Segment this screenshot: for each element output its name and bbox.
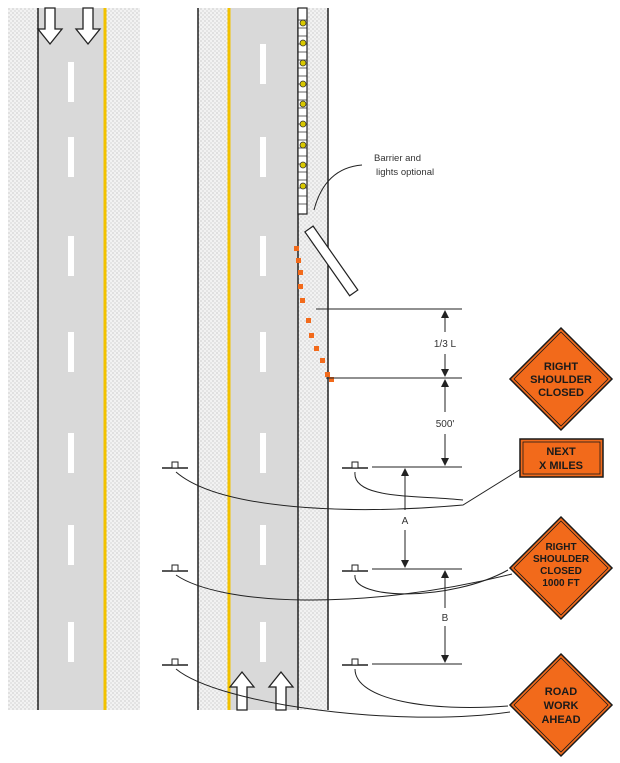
- cone-icon: [309, 333, 314, 338]
- sign-4-line-1: ROAD: [545, 686, 577, 698]
- barrier-end-section: [304, 225, 359, 297]
- down-arrow-icon: [74, 7, 102, 46]
- dimension-buffer: 500': [436, 379, 455, 466]
- cone-icon: [300, 298, 305, 303]
- up-arrow-icon: [267, 670, 295, 711]
- sign-1-line-2: SHOULDER: [530, 374, 592, 386]
- dimension-taper: 1/3 L: [434, 310, 457, 377]
- dimension-b: B: [441, 570, 449, 663]
- sign-2-line-1: NEXT: [546, 446, 576, 458]
- cone-icon: [294, 246, 299, 251]
- warning-light-icon: [299, 39, 307, 47]
- warning-light-icon: [299, 141, 307, 149]
- lane-dash: [68, 236, 74, 276]
- leader-next-miles-right: [354, 471, 464, 501]
- cone-icon: [325, 372, 330, 377]
- warning-light-icon: [299, 19, 307, 27]
- leader-road-work-left: [175, 668, 511, 718]
- warning-light-icon: [299, 59, 307, 67]
- sign-leader-lines: [175, 468, 522, 718]
- lane-dash: [68, 137, 74, 177]
- annotation-line-2: lights optional: [376, 167, 434, 178]
- channelizing-devices: [294, 246, 334, 382]
- sign-right-shoulder-closed-1000ft: RIGHT SHOULDER CLOSED 1000 FT: [508, 515, 614, 621]
- cone-icon: [298, 284, 303, 289]
- lane-dash: [260, 332, 266, 372]
- warning-light-icon: [299, 182, 307, 190]
- warning-light-icon: [299, 100, 307, 108]
- sign-post-icon: [162, 658, 188, 666]
- sign-4-line-2: WORK: [544, 700, 579, 712]
- sign-3-line-3: CLOSED: [540, 566, 582, 577]
- lane-dash: [260, 433, 266, 473]
- dimension-lines: 1/3 L 500' A B: [316, 308, 462, 665]
- lane-dash: [260, 622, 266, 662]
- sign-2-line-2: X MILES: [539, 460, 583, 472]
- lane-dash: [260, 236, 266, 276]
- barrier: [297, 7, 359, 297]
- lane-dash: [260, 44, 266, 84]
- buffer-label: 500': [436, 419, 455, 430]
- sign-1-line-1: RIGHT: [544, 361, 579, 373]
- lane-dash: [68, 433, 74, 473]
- sign-post-icon: [342, 564, 368, 572]
- right-roadway: [197, 8, 329, 711]
- cone-icon: [320, 358, 325, 363]
- lane-dash: [68, 525, 74, 565]
- cone-icon: [296, 258, 301, 263]
- lane-dash: [68, 332, 74, 372]
- sign-post-icon: [342, 658, 368, 666]
- barrier-annotation: Barrier and lights optional: [313, 153, 434, 211]
- lane-dash: [68, 622, 74, 662]
- leader-next-miles-left: [175, 468, 522, 510]
- spacing-a-label: A: [402, 516, 409, 527]
- annotation-leader: [313, 164, 363, 211]
- cone-icon: [329, 377, 334, 382]
- taper-label: 1/3 L: [434, 339, 457, 350]
- leader-rsc1000-left: [175, 573, 513, 601]
- sign-road-work-ahead: ROAD WORK AHEAD: [508, 652, 614, 758]
- sign-posts: [162, 461, 368, 666]
- right-lane-markings: [260, 44, 266, 662]
- cone-icon: [298, 270, 303, 275]
- barrier-wall: [297, 7, 308, 215]
- leader-road-work-right: [354, 668, 509, 708]
- cone-icon: [306, 318, 311, 323]
- warning-light-icon: [299, 80, 307, 88]
- left-shoulder: [8, 8, 38, 710]
- dimension-a: A: [401, 468, 409, 568]
- down-arrow-icon: [36, 7, 64, 46]
- sign-next-x-miles: NEXT X MILES: [519, 438, 604, 478]
- sign-4-line-3: AHEAD: [541, 714, 580, 726]
- left-roadway: [8, 7, 140, 710]
- sign-3-line-4: 1000 FT: [542, 578, 579, 589]
- warning-light-icon: [299, 161, 307, 169]
- annotation-line-1: Barrier and: [374, 153, 421, 164]
- sign-post-icon: [162, 564, 188, 572]
- sign-3-line-1: RIGHT: [545, 542, 576, 553]
- spacing-b-label: B: [442, 613, 449, 624]
- lane-dash: [68, 62, 74, 102]
- sign-1-line-3: CLOSED: [538, 387, 584, 399]
- up-arrow-icon: [228, 670, 256, 711]
- sign-3-line-2: SHOULDER: [533, 554, 590, 565]
- left-lane-markings: [68, 62, 74, 662]
- sign-right-shoulder-closed: RIGHT SHOULDER CLOSED: [508, 326, 614, 432]
- lane-dash: [260, 137, 266, 177]
- sign-post-icon: [162, 461, 188, 469]
- sign-post-icon: [342, 461, 368, 469]
- left-right-shoulder: [106, 8, 140, 710]
- lane-dash: [260, 525, 266, 565]
- warning-light-icon: [299, 120, 307, 128]
- right-left-shoulder: [198, 8, 228, 710]
- cone-icon: [314, 346, 319, 351]
